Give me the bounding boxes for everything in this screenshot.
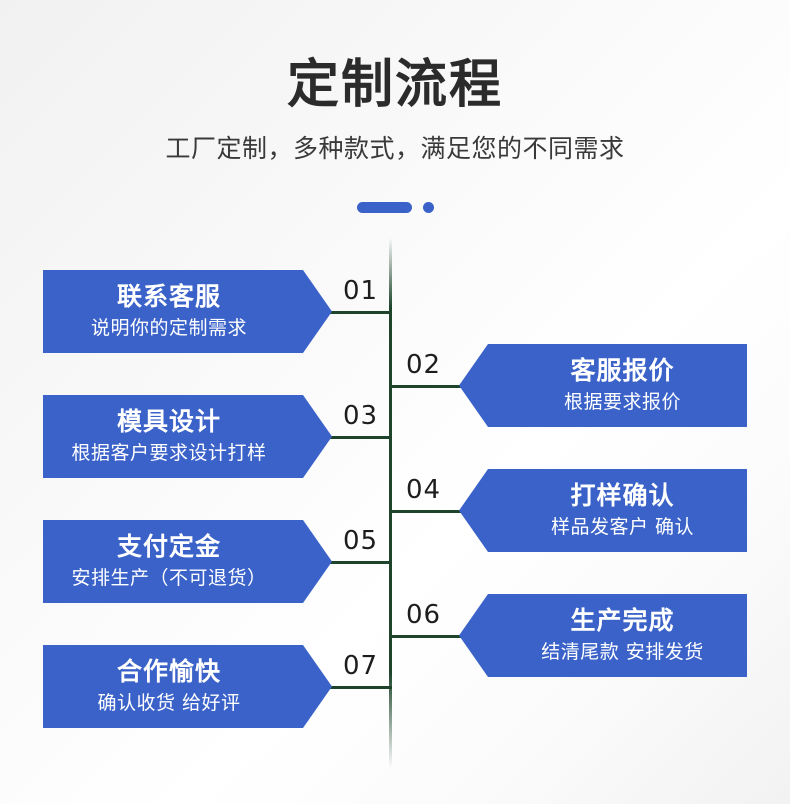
step-title-06: 生产完成 — [570, 606, 675, 636]
step-title-02: 客服报价 — [570, 356, 675, 386]
circle-dot-icon — [422, 201, 434, 213]
step-desc-04: 样品发客户 确认 — [550, 515, 695, 538]
step-desc-05: 安排生产（不可退货） — [71, 566, 267, 589]
arrow-left-icon — [459, 469, 488, 552]
connector-line-02 — [389, 385, 461, 388]
step-box-05[interactable]: 支付定金安排生产（不可退货） — [43, 520, 332, 603]
step-box-02[interactable]: 客服报价根据要求报价 — [459, 344, 747, 427]
arrow-left-icon — [459, 344, 488, 427]
step-title-01: 联系客服 — [116, 282, 221, 312]
step-number-01: 01 — [343, 276, 379, 306]
step-box-04[interactable]: 打样确认样品发客户 确认 — [459, 469, 747, 552]
timeline-spine — [389, 238, 392, 768]
step-number-05: 05 — [343, 526, 379, 556]
arrow-right-icon — [303, 645, 332, 728]
step-box-03[interactable]: 模具设计根据客户要求设计打样 — [43, 395, 332, 478]
step-desc-06: 结清尾款 安排发货 — [541, 640, 704, 663]
step-title-03: 模具设计 — [116, 407, 221, 437]
step-title-04: 打样确认 — [570, 481, 675, 511]
arrow-left-icon — [459, 594, 488, 677]
step-desc-01: 说明你的定制需求 — [90, 316, 247, 339]
step-number-02: 02 — [406, 350, 442, 380]
step-number-04: 04 — [406, 475, 442, 505]
page-subtitle: 工厂定制，多种款式，满足您的不同需求 — [165, 133, 625, 163]
arrow-right-icon — [303, 395, 332, 478]
arrow-right-icon — [303, 270, 332, 353]
header-decoration — [0, 198, 790, 216]
connector-line-05 — [330, 561, 392, 564]
arrow-right-icon — [303, 520, 332, 603]
step-number-06: 06 — [406, 600, 442, 630]
step-desc-02: 根据要求报价 — [563, 390, 681, 413]
connector-line-04 — [389, 510, 461, 513]
step-desc-07: 确认收货 给好评 — [97, 691, 241, 714]
step-number-03: 03 — [343, 401, 379, 431]
step-box-01[interactable]: 联系客服说明你的定制需求 — [43, 270, 332, 353]
step-number-07: 07 — [343, 651, 379, 681]
connector-line-07 — [330, 686, 392, 689]
step-box-06[interactable]: 生产完成结清尾款 安排发货 — [459, 594, 747, 677]
step-box-07[interactable]: 合作愉快确认收货 给好评 — [43, 645, 332, 728]
step-title-07: 合作愉快 — [116, 657, 221, 687]
connector-line-03 — [330, 436, 392, 439]
connector-line-06 — [389, 635, 461, 638]
step-title-05: 支付定金 — [116, 532, 221, 562]
page-title: 定制流程 — [286, 55, 503, 115]
pill-dot-icon — [356, 201, 412, 213]
page-header: 定制流程 工厂定制，多种款式，满足您的不同需求 — [0, 0, 790, 164]
step-desc-03: 根据客户要求设计打样 — [71, 441, 267, 464]
connector-line-01 — [330, 311, 392, 314]
